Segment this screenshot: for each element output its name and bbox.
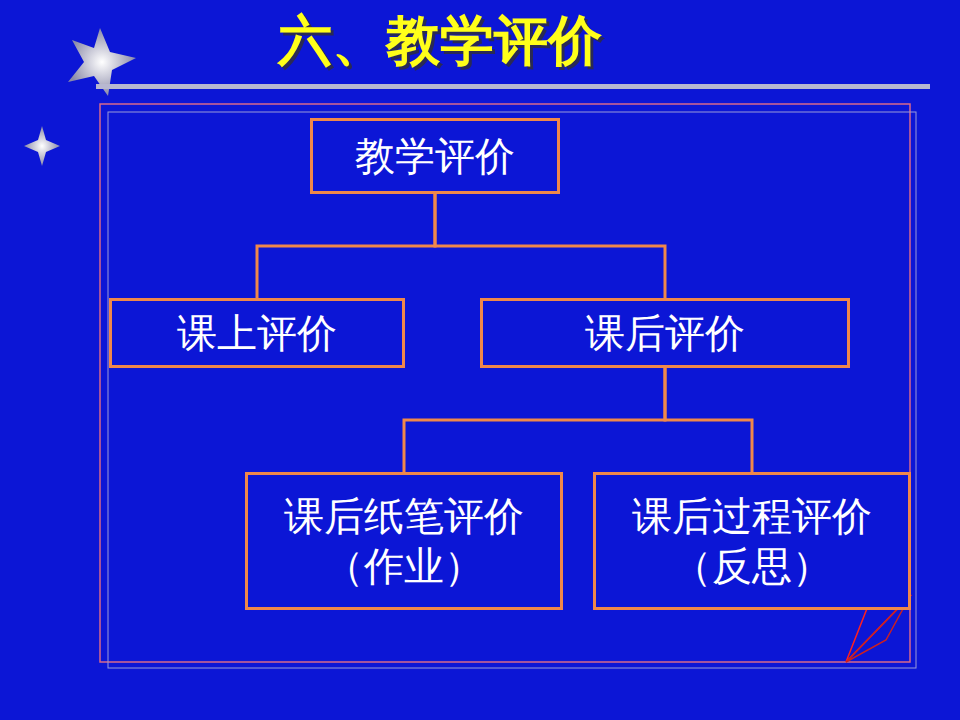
box-label: 课后过程评价 （反思） <box>621 491 883 591</box>
box-label: 教学评价 <box>355 131 515 181</box>
process-box: 课后评价 <box>480 298 850 368</box>
tree-connector <box>665 368 752 472</box>
box-label: 课上评价 <box>177 308 337 358</box>
process-box: 课上评价 <box>109 298 405 368</box>
tree-connector <box>257 194 435 298</box>
star <box>24 126 60 166</box>
box-label: 课后纸笔评价 （作业） <box>273 491 535 591</box>
tree-connector <box>435 194 665 298</box>
process-box: 课后过程评价 （反思） <box>593 472 911 610</box>
box-label: 课后评价 <box>585 308 745 358</box>
frame <box>100 104 910 662</box>
process-box: 课后纸笔评价 （作业） <box>245 472 563 610</box>
process-box: 教学评价 <box>310 118 560 194</box>
slide-title: 六、教学评价 <box>230 8 650 74</box>
tree-connector <box>404 368 665 472</box>
frame <box>108 112 916 668</box>
title-rule <box>96 84 930 89</box>
